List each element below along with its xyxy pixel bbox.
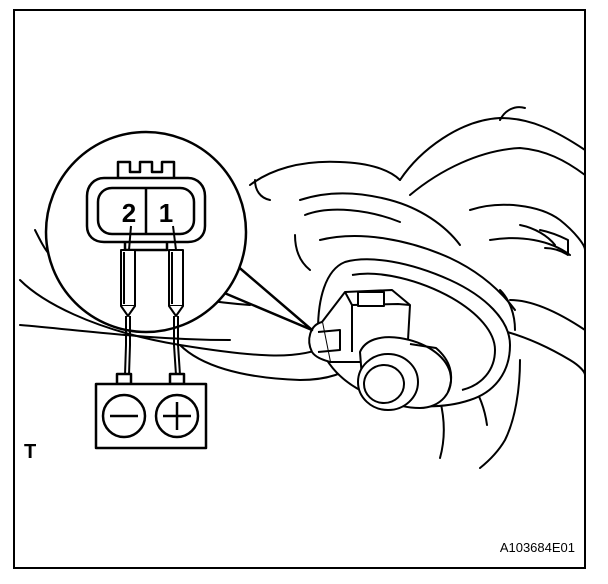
connector-face — [85, 160, 207, 252]
figure-code: A103684E01 — [500, 540, 575, 555]
sensor-body — [308, 258, 511, 411]
test-probes — [120, 225, 184, 376]
corner-letter: T — [24, 441, 36, 463]
minus-symbol — [101, 393, 147, 439]
plus-symbol — [154, 393, 200, 439]
figure-frame — [13, 9, 586, 569]
pin-2-label: 2 — [122, 198, 136, 228]
pin-1-label: 1 — [159, 198, 173, 228]
